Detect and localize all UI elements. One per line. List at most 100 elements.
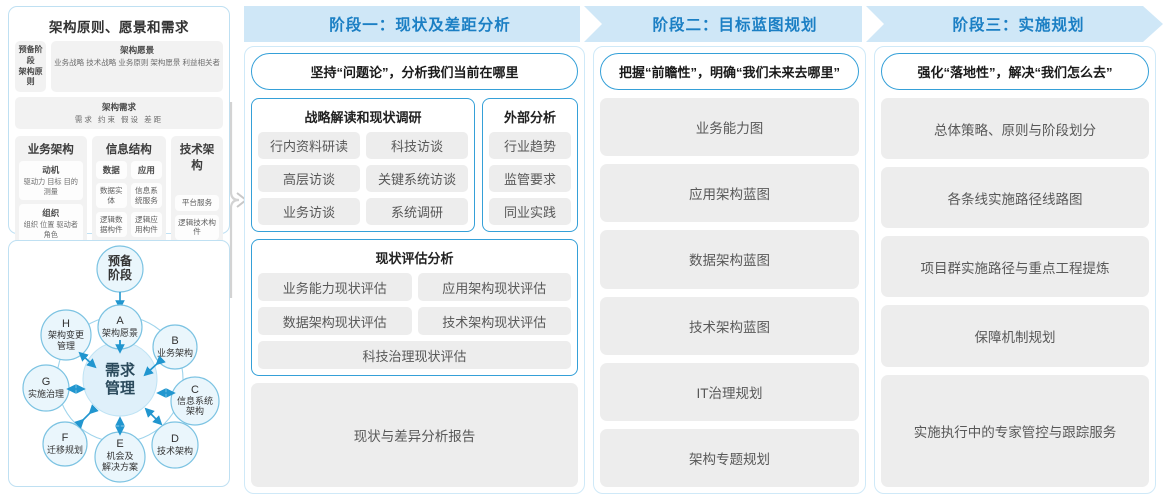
phases-region: 阶段一：现状及差距分析 阶段二：目标蓝图规划 阶段三：实施规划 坚持“问题论”，… xyxy=(244,6,1163,494)
chip-overall-strategy-principles-phasing[interactable]: 总体策略、原则与阶段划分 xyxy=(881,98,1149,160)
chip-business-interview[interactable]: 业务访谈 xyxy=(258,198,360,225)
chip-tech-governance-assessment[interactable]: 科技治理现状评估 xyxy=(258,341,571,369)
organization-items: 组织 位置 驱动者 角色 xyxy=(23,220,78,240)
requirements-items: 需求 约束 假设 差距 xyxy=(74,115,164,125)
chip-system-research[interactable]: 系统调研 xyxy=(366,198,468,225)
external-analysis-box: 外部分析 行业趋势 监管要求 同业实践 xyxy=(482,98,578,232)
chip-expert-control-tracking-service[interactable]: 实施执行中的专家管控与跟踪服务 xyxy=(881,374,1149,488)
phase-2-banner-label: 阶段二：目标蓝图规划 xyxy=(652,17,818,34)
phase-3-column: 强化“落地性”，解决“我们怎么去” 总体策略、原则与阶段划分 各条线实施路径线路… xyxy=(874,46,1156,494)
adm-node-h xyxy=(40,309,92,361)
strategy-research-box: 战略解读和现状调研 行内资料研读 科技访谈 高层访谈 关键系统访谈 xyxy=(251,98,475,232)
adm-node-d xyxy=(151,421,199,469)
motivation-title: 动机 xyxy=(42,165,60,176)
prep-phase-box: 预备阶段 架构原则 xyxy=(15,41,47,93)
data-entity-box: 数据实体 xyxy=(95,183,127,209)
data-column: 数据 数据实体 逻辑数据构件 物理数据构件 xyxy=(95,161,127,267)
logical-technology-component-label: 逻辑技术构件 xyxy=(178,217,216,237)
requirements-title: 架构需求 xyxy=(101,102,136,113)
phase-1-banner[interactable]: 阶段一：现状及差距分析 xyxy=(244,6,596,42)
chip-business-capability-assessment[interactable]: 业务能力现状评估 xyxy=(258,273,412,301)
chevron-right-icon-1 xyxy=(580,6,602,42)
svg-text:F: F xyxy=(62,432,69,444)
svg-text:A: A xyxy=(116,315,124,327)
chip-line-implementation-roadmap[interactable]: 各条线实施路径线路图 xyxy=(881,167,1149,229)
logical-data-component-label: 逻辑数据构件 xyxy=(99,215,123,234)
technology-architecture-title: 技术架构 xyxy=(179,144,215,173)
chip-architecture-topic-plan[interactable]: 架构专题规划 xyxy=(600,428,859,488)
architecture-vision-box: 架构愿景 业务战略 技术战略 业务原则 架构愿景 利益相关者 xyxy=(51,41,223,93)
chip-internal-materials[interactable]: 行内资料研读 xyxy=(258,132,360,159)
framework-row-vision: 预备阶段 架构原则 架构愿景 业务战略 技术战略 业务原则 架构愿景 利益相关者 xyxy=(15,41,223,93)
svg-text:D: D xyxy=(171,433,179,445)
data-header: 数据 xyxy=(95,161,127,180)
architecture-requirements-box: 架构需求 需求 约束 假设 差距 xyxy=(15,97,223,130)
svg-text:管理: 管理 xyxy=(57,340,75,351)
chip-data-architecture-assessment[interactable]: 数据架构现状评估 xyxy=(258,307,412,335)
external-analysis-title: 外部分析 xyxy=(503,110,556,125)
phase-3-banner[interactable]: 阶段三：实施规划 xyxy=(874,6,1163,42)
chip-assurance-mechanism-plan[interactable]: 保障机制规划 xyxy=(881,305,1149,367)
left-panel: 架构原则、愿景和需求 预备阶段 架构原则 架构愿景 业务战略 技术战略 业务原则… xyxy=(8,6,230,493)
chip-tech-interview[interactable]: 科技访谈 xyxy=(366,132,468,159)
adm-cycle-diagram: 需求 管理 预备 阶段 A 架构愿景 B 业务架构 xyxy=(9,241,229,486)
vision-title: 架构愿景 xyxy=(120,45,155,55)
chip-executive-interview[interactable]: 高层访谈 xyxy=(258,165,360,192)
chip-it-governance-plan[interactable]: IT治理规划 xyxy=(600,362,859,421)
phase-2-column: 把握“前瞻性”，明确“我们未来去哪里” 业务能力图 应用架构蓝图 数据架构蓝图 … xyxy=(593,46,866,494)
svg-text:G: G xyxy=(42,376,51,388)
chip-technology-architecture-assessment[interactable]: 技术架构现状评估 xyxy=(417,307,571,335)
chip-program-implementation-path[interactable]: 项目群实施路径与重点工程提炼 xyxy=(881,236,1149,298)
application-header: 应用 xyxy=(130,161,163,180)
data-entity-label: 数据实体 xyxy=(99,186,123,205)
logical-application-component-label: 逻辑应用构件 xyxy=(135,215,158,234)
svg-text:解决方案: 解决方案 xyxy=(102,461,138,472)
data-title: 数据 xyxy=(102,165,120,176)
framework-title: 架构原则、愿景和需求 xyxy=(49,20,189,35)
vision-items: 业务战略 技术战略 业务原则 架构愿景 利益相关者 xyxy=(54,58,220,68)
current-state-assessment-title: 现状评估分析 xyxy=(375,251,454,266)
chip-key-system-interview[interactable]: 关键系统访谈 xyxy=(366,165,468,192)
organization-box: 组织 组织 位置 驱动者 角色 xyxy=(19,204,83,244)
application-title: 应用 xyxy=(137,165,155,176)
phase-1-report-chip[interactable]: 现状与差异分析报告 xyxy=(251,383,578,487)
svg-text:C: C xyxy=(191,384,199,396)
svg-text:实施治理: 实施治理 xyxy=(28,388,64,399)
logical-technology-component-box: 逻辑技术构件 xyxy=(175,214,219,240)
chevron-right-icon-2 xyxy=(862,6,884,42)
chip-application-architecture-assessment[interactable]: 应用架构现状评估 xyxy=(417,273,571,301)
phase-3-banner-label: 阶段三：实施规划 xyxy=(952,17,1085,34)
chip-industry-trend[interactable]: 行业趋势 xyxy=(489,132,571,159)
adm-cycle-card: 需求 管理 预备 阶段 A 架构愿景 B 业务架构 xyxy=(8,240,230,487)
phase-1-top-row: 战略解读和现状调研 行内资料研读 科技访谈 高层访谈 关键系统访谈 xyxy=(251,98,578,232)
chip-application-architecture-blueprint[interactable]: 应用架构蓝图 xyxy=(600,164,859,223)
logical-data-component-box: 逻辑数据构件 xyxy=(95,212,127,238)
svg-text:信息系统: 信息系统 xyxy=(177,395,213,406)
platform-service-box: 平台服务 xyxy=(175,195,219,211)
phase-2-banner[interactable]: 阶段二：目标蓝图规划 xyxy=(592,6,878,42)
prep-line-2: 架构原则 xyxy=(18,66,43,87)
svg-text:阶段: 阶段 xyxy=(108,267,133,282)
phase-2-subtitle: 把握“前瞻性”，明确“我们未来去哪里” xyxy=(600,53,859,90)
information-system-service-label: 信息系统服务 xyxy=(135,186,158,205)
phase-3-subtitle: 强化“落地性”，解决“我们怎么去” xyxy=(881,53,1149,90)
chip-data-architecture-blueprint[interactable]: 数据架构蓝图 xyxy=(600,230,859,289)
svg-text:预备: 预备 xyxy=(108,253,133,268)
adm-node-f xyxy=(42,421,88,467)
current-state-assessment-box: 现状评估分析 业务能力现状评估 应用架构现状评估 数据架构现状评估 技术架构现状… xyxy=(251,239,578,376)
svg-text:E: E xyxy=(116,438,123,450)
chip-peer-practice[interactable]: 同业实践 xyxy=(489,198,571,225)
phase-banners: 阶段一：现状及差距分析 阶段二：目标蓝图规划 阶段三：实施规划 xyxy=(244,6,1163,42)
chip-technology-architecture-blueprint[interactable]: 技术架构蓝图 xyxy=(600,296,859,355)
adm-node-g xyxy=(22,364,70,412)
business-architecture-title: 业务架构 xyxy=(27,144,74,157)
motivation-box: 动机 驱动力 目标 目的 测量 xyxy=(19,161,83,201)
chip-business-capability-map[interactable]: 业务能力图 xyxy=(600,98,859,157)
phase-1-column: 坚持“问题论”，分析我们当前在哪里 战略解读和现状调研 行内资料研读 科技访谈 xyxy=(244,46,585,494)
svg-text:机会及: 机会及 xyxy=(106,450,133,461)
adm-center-line-2: 管理 xyxy=(105,379,135,397)
logical-application-component-box: 逻辑应用构件 xyxy=(130,212,163,238)
chip-regulatory-requirement[interactable]: 监管要求 xyxy=(489,165,571,192)
adm-node-b xyxy=(152,324,198,370)
